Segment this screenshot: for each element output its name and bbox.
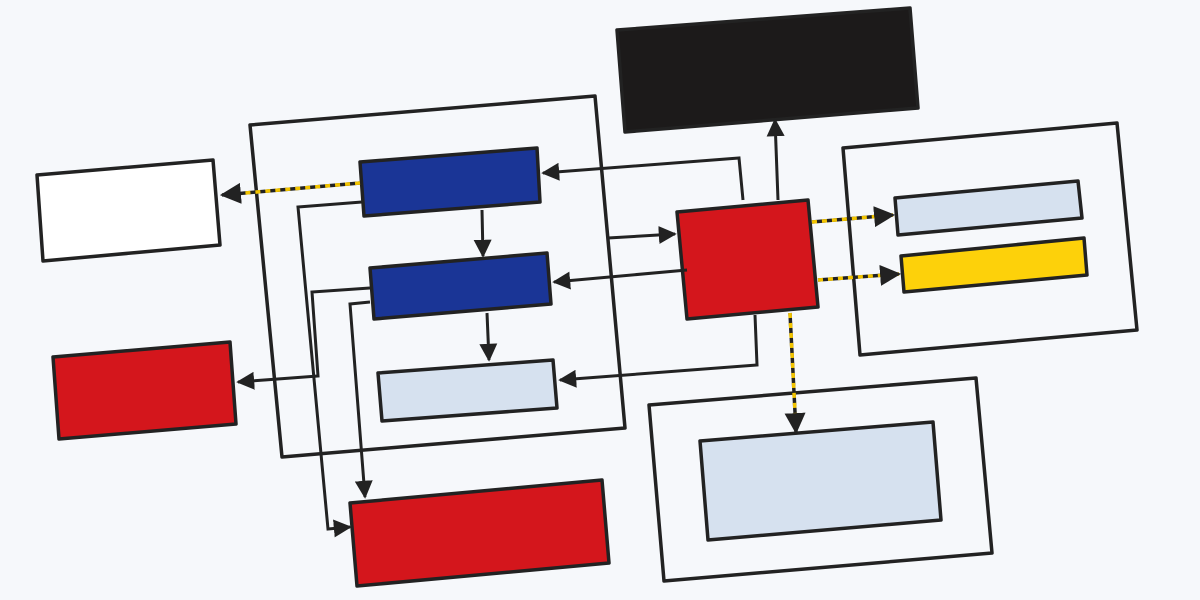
dotted-arrow-red-to-bottom-right — [784, 312, 806, 435]
white-block-left — [35, 158, 222, 263]
blue-block-middle — [368, 251, 553, 321]
arrow-red-to-blue-top — [541, 156, 745, 201]
main-container — [248, 94, 627, 459]
black-block — [615, 6, 920, 134]
dotted-arrow-blue-to-white — [219, 181, 361, 204]
dotted-arrow-red-to-light-blue-right — [811, 206, 896, 228]
right-container — [841, 121, 1139, 357]
red-block-left — [51, 340, 238, 441]
blue-block-top — [358, 146, 542, 218]
dotted-arrow-red-to-yellow — [817, 264, 902, 286]
arrow-blue-middle-to-light-blue — [479, 312, 498, 362]
bottom-right-container — [647, 376, 994, 583]
arrow-red-to-light-blue-small — [558, 314, 759, 388]
red-block-bottom — [348, 478, 611, 588]
arrow-to-red-bottom — [348, 300, 373, 499]
light-blue-block-large — [698, 420, 943, 542]
red-block-center — [675, 198, 820, 321]
yellow-block — [899, 236, 1089, 294]
arrow-red-to-black — [766, 118, 785, 201]
arrow-red-to-blue-middle — [552, 268, 688, 290]
arrow-blue-top-to-blue-middle — [473, 209, 492, 258]
arrow-into-red-center — [607, 225, 677, 244]
line-blue-top-to-red-bottom — [296, 200, 363, 538]
arrow-to-red-left — [236, 286, 371, 390]
light-blue-block-small — [376, 358, 559, 423]
light-blue-block-right — [893, 179, 1084, 237]
